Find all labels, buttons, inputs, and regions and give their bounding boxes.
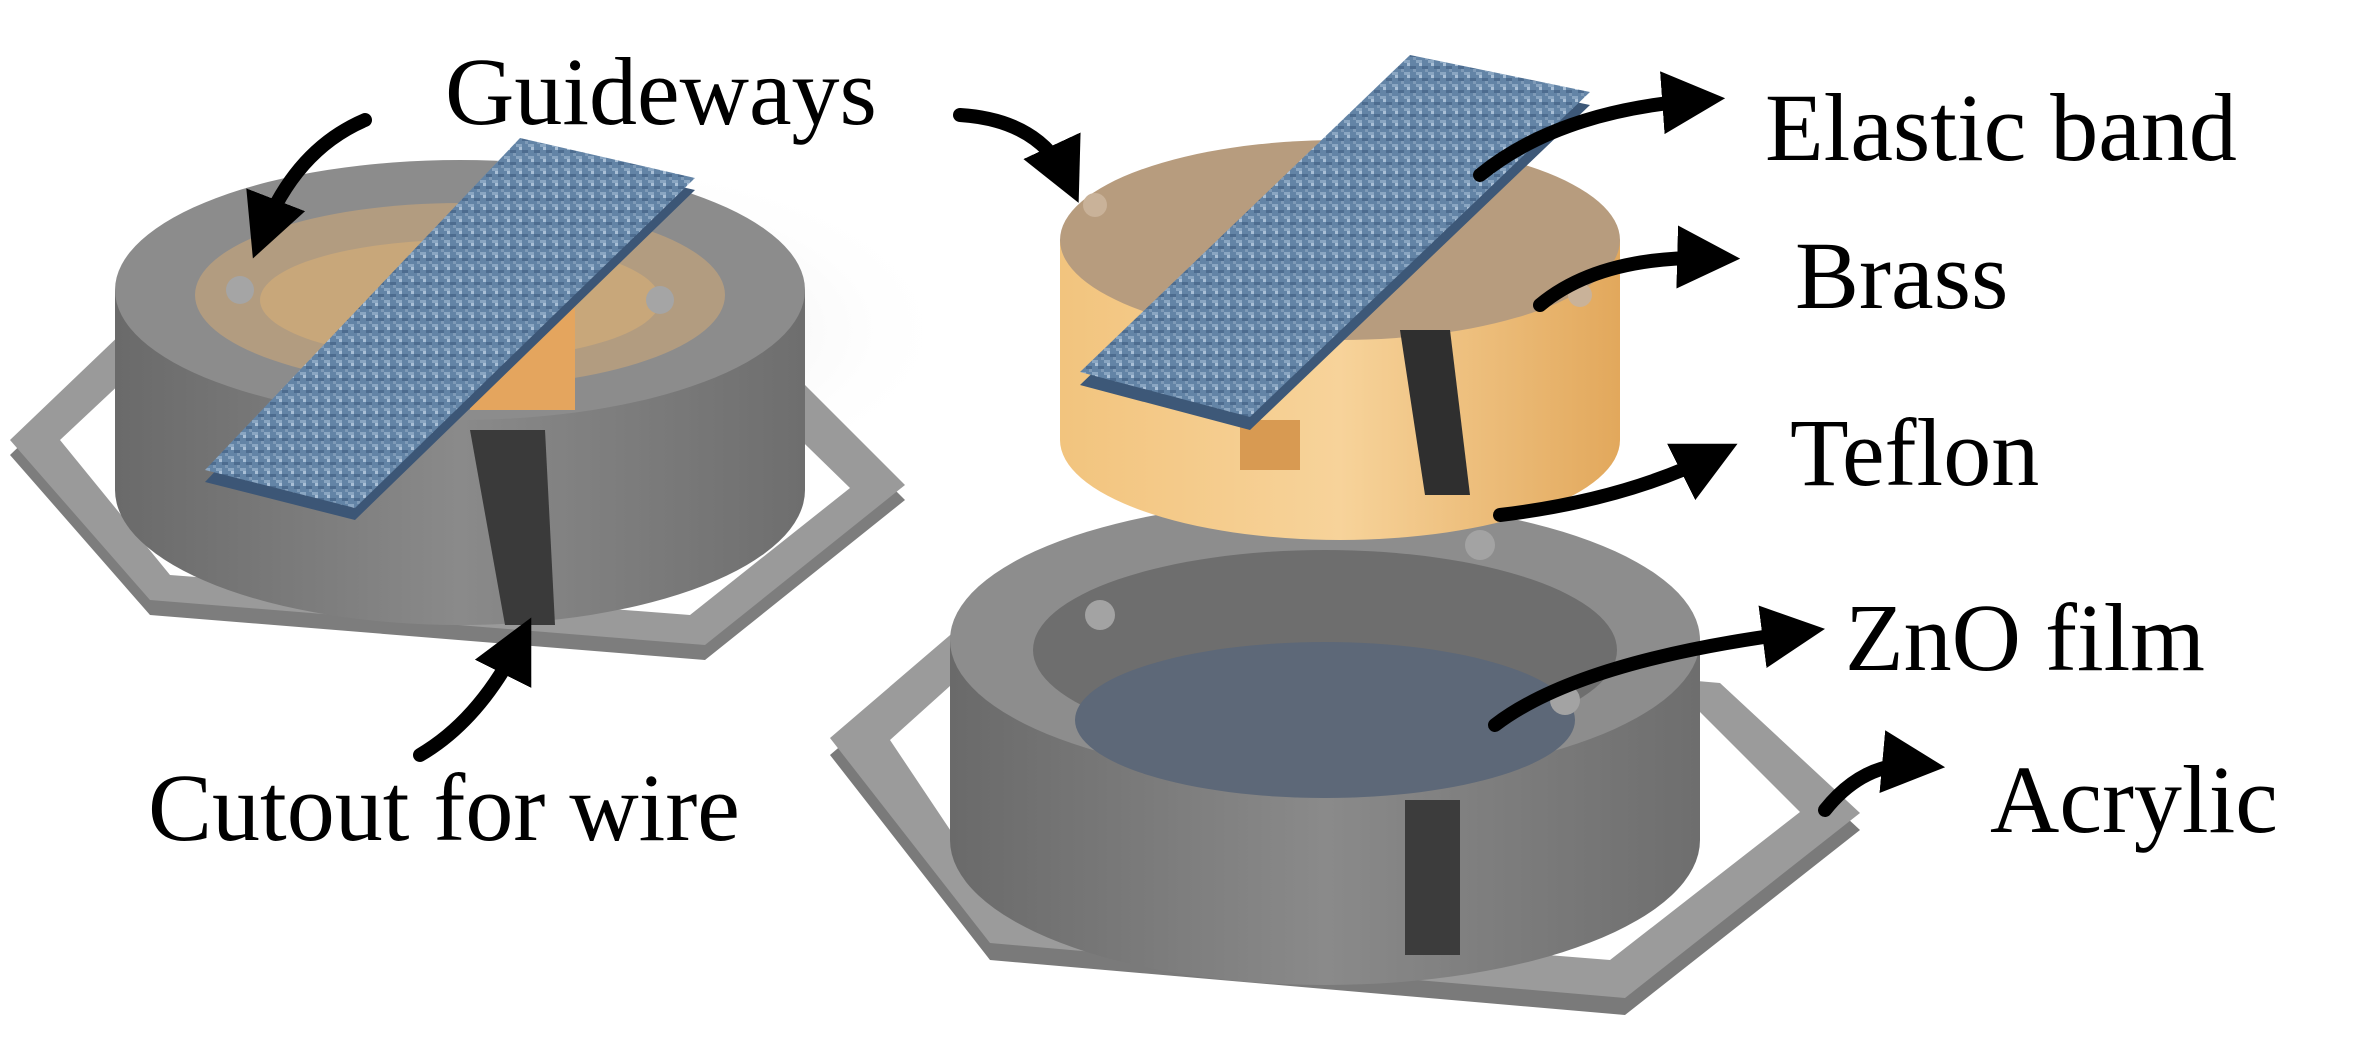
arrow-guideways-right (953, 108, 1081, 203)
label-brass: Brass (1795, 222, 2009, 329)
zno-film (1075, 642, 1575, 798)
label-teflon: Teflon (1790, 399, 2040, 506)
assembled-device (10, 138, 960, 660)
arrow-cutout-for-wire (413, 617, 532, 762)
arrow-elastic-band (1473, 71, 1726, 182)
label-cutout-for-wire: Cutout for wire (148, 754, 740, 861)
label-zno-film: ZnO film (1845, 584, 2205, 691)
label-elastic-band: Elastic band (1765, 74, 2237, 181)
annotation-arrows (246, 71, 1946, 817)
right-wire-cutout (1405, 800, 1460, 955)
left-wire-cutout (470, 430, 555, 625)
arrow-brass (1533, 225, 1741, 312)
exploded-device (830, 55, 1860, 1015)
arrow-zno-film (1488, 605, 1825, 732)
right-housing-ring (950, 500, 1700, 985)
left-elastic-band (205, 138, 695, 520)
arrow-acrylic (1818, 730, 1946, 817)
arrow-teflon (1493, 443, 1738, 522)
arrow-guideways-left (246, 113, 372, 259)
label-guideways: Guideways (445, 38, 877, 145)
teflon-insert (1240, 420, 1300, 470)
label-acrylic: Acrylic (1990, 746, 2278, 853)
right-elastic-band (1080, 55, 1590, 430)
